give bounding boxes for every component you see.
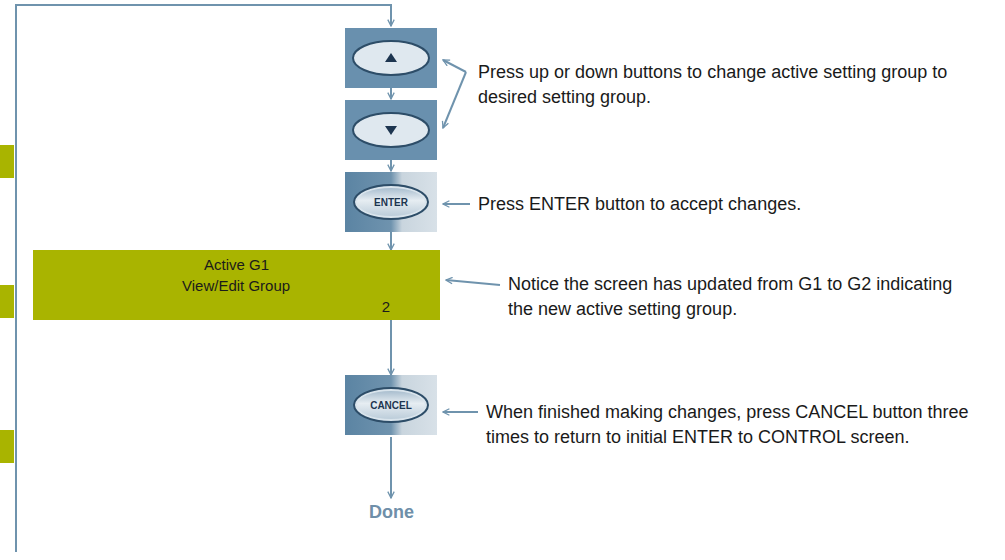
screen-text: 2 <box>382 298 390 315</box>
button-label: ENTER <box>374 197 408 208</box>
side-tab <box>0 145 14 178</box>
callout-note: Press ENTER button to accept changes. <box>478 192 978 217</box>
flow-arrow <box>390 437 392 498</box>
end-label: Done <box>369 500 414 525</box>
down-button <box>345 100 437 160</box>
side-tab <box>0 285 14 318</box>
flow-arrow <box>390 232 392 250</box>
flow-arrow <box>390 160 392 171</box>
callout-note: Press up or down buttons to change activ… <box>478 60 978 110</box>
screen-text: Active G1 <box>204 256 269 273</box>
leader-line <box>443 60 466 72</box>
display-screen: Active G1 View/Edit Group 2 <box>33 250 440 320</box>
leader-line <box>443 411 478 413</box>
flow-arrow <box>390 88 392 99</box>
button-face: ENTER <box>353 184 429 220</box>
leader-line <box>446 280 500 285</box>
leader-line <box>443 72 466 128</box>
side-tab <box>0 430 14 463</box>
callout-note: Notice the screen has updated from G1 to… <box>508 272 978 322</box>
screen-text: View/Edit Group <box>182 277 290 294</box>
enter-button: ENTER <box>345 172 437 232</box>
flow-arrow <box>390 320 392 375</box>
cancel-button: CANCEL <box>345 375 437 435</box>
leader-line <box>443 203 470 205</box>
button-face: CANCEL <box>353 387 429 423</box>
callout-note: When finished making changes, press CANC… <box>486 400 986 450</box>
button-label: CANCEL <box>370 400 412 411</box>
up-button <box>345 28 437 88</box>
